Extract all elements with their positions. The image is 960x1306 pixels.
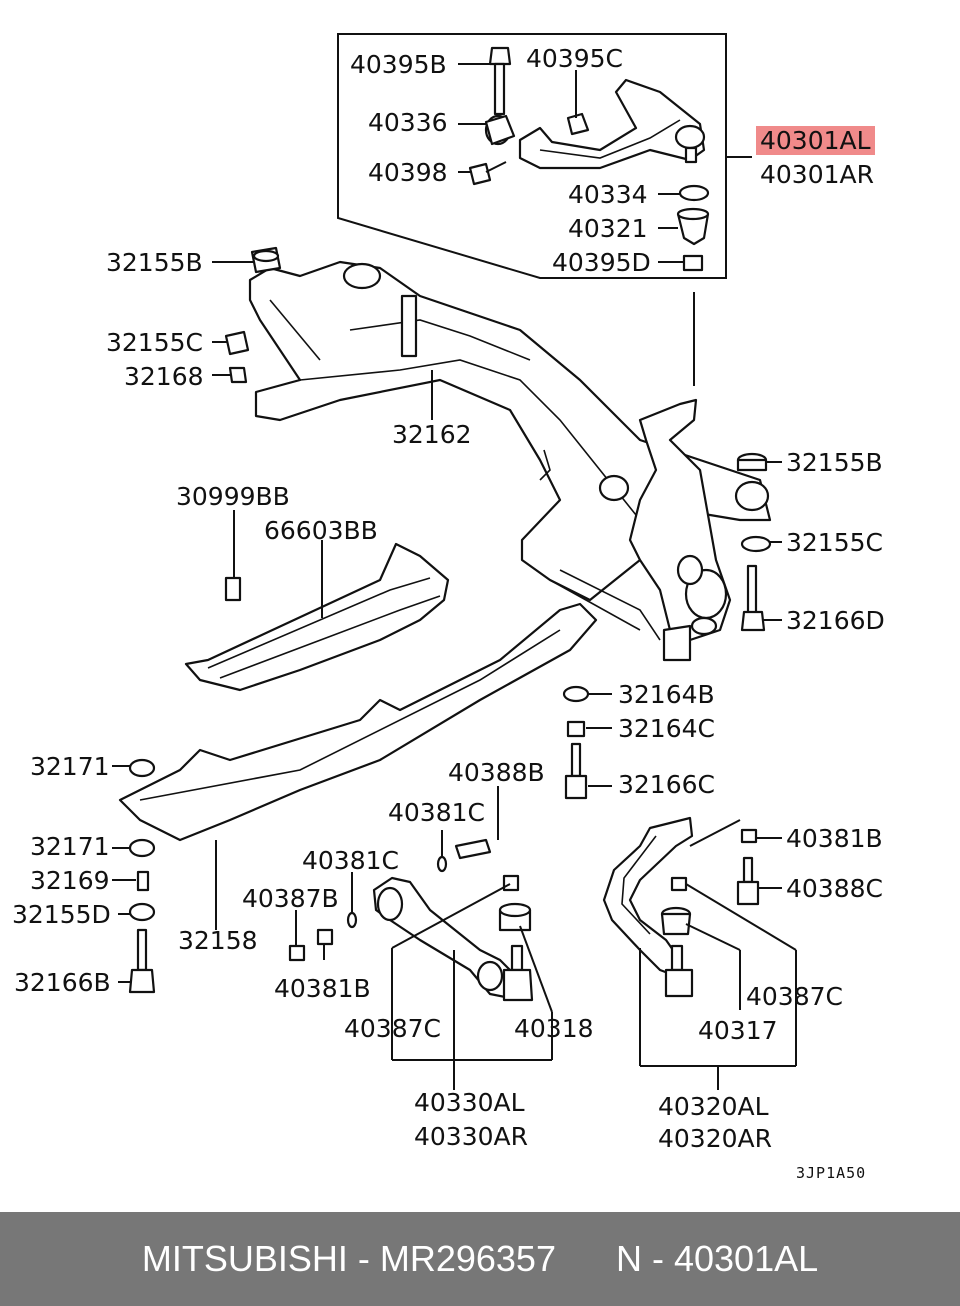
label-40334[interactable]: 40334 [568, 180, 648, 209]
label-40381B-left[interactable]: 40381B [274, 974, 371, 1003]
parts-diagram [112, 33, 797, 1090]
label-32166D[interactable]: 32166D [786, 606, 885, 635]
label-40320AL[interactable]: 40320AL [658, 1092, 769, 1121]
label-40395C[interactable]: 40395C [526, 44, 623, 73]
label-40318[interactable]: 40318 [514, 1014, 594, 1043]
center-bolts [562, 685, 590, 800]
label-40388B[interactable]: 40388B [448, 758, 545, 787]
label-32155C-right[interactable]: 32155C [786, 528, 883, 557]
label-32158[interactable]: 32158 [178, 926, 258, 955]
footer-ref: N - 40301AL [616, 1238, 819, 1279]
footer-separator: - [347, 1238, 380, 1279]
right-small-bolts [736, 828, 760, 906]
upper-control-arm [518, 78, 706, 170]
label-40320AR[interactable]: 40320AR [658, 1124, 773, 1153]
label-32155C-left[interactable]: 32155C [106, 328, 203, 357]
label-40381C-left[interactable]: 40381C [302, 846, 399, 875]
label-40330AR[interactable]: 40330AR [414, 1122, 529, 1151]
label-66603BB[interactable]: 66603BB [264, 516, 378, 545]
label-40387C-left[interactable]: 40387C [344, 1014, 441, 1043]
label-40387C-right[interactable]: 40387C [746, 982, 843, 1011]
label-40395B[interactable]: 40395B [350, 50, 447, 79]
center-small-bolts [288, 838, 492, 962]
label-40381B-right[interactable]: 40381B [786, 824, 883, 853]
label-32164C[interactable]: 32164C [618, 714, 715, 743]
right-bushings [736, 452, 772, 632]
diagram-code: 3JP1A50 [796, 1164, 867, 1182]
left-lower-bolts [128, 758, 156, 994]
label-40301AR[interactable]: 40301AR [760, 160, 875, 189]
label-32168[interactable]: 32168 [124, 362, 204, 391]
label-32155B-right[interactable]: 32155B [786, 448, 883, 477]
label-32164B[interactable]: 32164B [618, 680, 715, 709]
left-bushings [224, 246, 282, 384]
diagram-drawing [112, 33, 797, 1090]
crossmember [118, 602, 598, 842]
footer-brand: MITSUBISHI [141, 1238, 348, 1279]
label-40387B[interactable]: 40387B [242, 884, 339, 913]
label-40301AL[interactable]: 40301AL [756, 126, 875, 155]
lower-rear-arm [602, 816, 694, 998]
label-32166B[interactable]: 32166B [14, 968, 111, 997]
label-40398[interactable]: 40398 [368, 158, 448, 187]
label-32162[interactable]: 32162 [392, 420, 472, 449]
upper-bolts [468, 46, 710, 272]
label-40317[interactable]: 40317 [698, 1016, 778, 1045]
label-32166C[interactable]: 32166C [618, 770, 715, 799]
lower-front-arm [372, 874, 534, 1002]
undercover [184, 542, 450, 692]
upper-arm-group-box [337, 33, 727, 279]
label-32155D[interactable]: 32155D [12, 900, 111, 929]
knuckle [549, 398, 732, 662]
footer-gap [556, 1238, 616, 1280]
label-40395D[interactable]: 40395D [552, 248, 651, 277]
label-32171-bottom[interactable]: 32171 [30, 832, 110, 861]
label-40381C-top[interactable]: 40381C [388, 798, 485, 827]
label-32155B-left[interactable]: 32155B [106, 248, 203, 277]
label-40388C[interactable]: 40388C [786, 874, 883, 903]
label-40336[interactable]: 40336 [368, 108, 448, 137]
footer-bar: MITSUBISHI - MR296357 N - 40301AL [0, 1212, 960, 1306]
label-32169[interactable]: 32169 [30, 866, 110, 895]
label-32171-top[interactable]: 32171 [30, 752, 110, 781]
label-40321[interactable]: 40321 [568, 214, 648, 243]
footer-part-number: MR296357 [379, 1238, 556, 1279]
label-30999BB[interactable]: 30999BB [176, 482, 290, 511]
label-40330AL[interactable]: 40330AL [414, 1088, 525, 1117]
